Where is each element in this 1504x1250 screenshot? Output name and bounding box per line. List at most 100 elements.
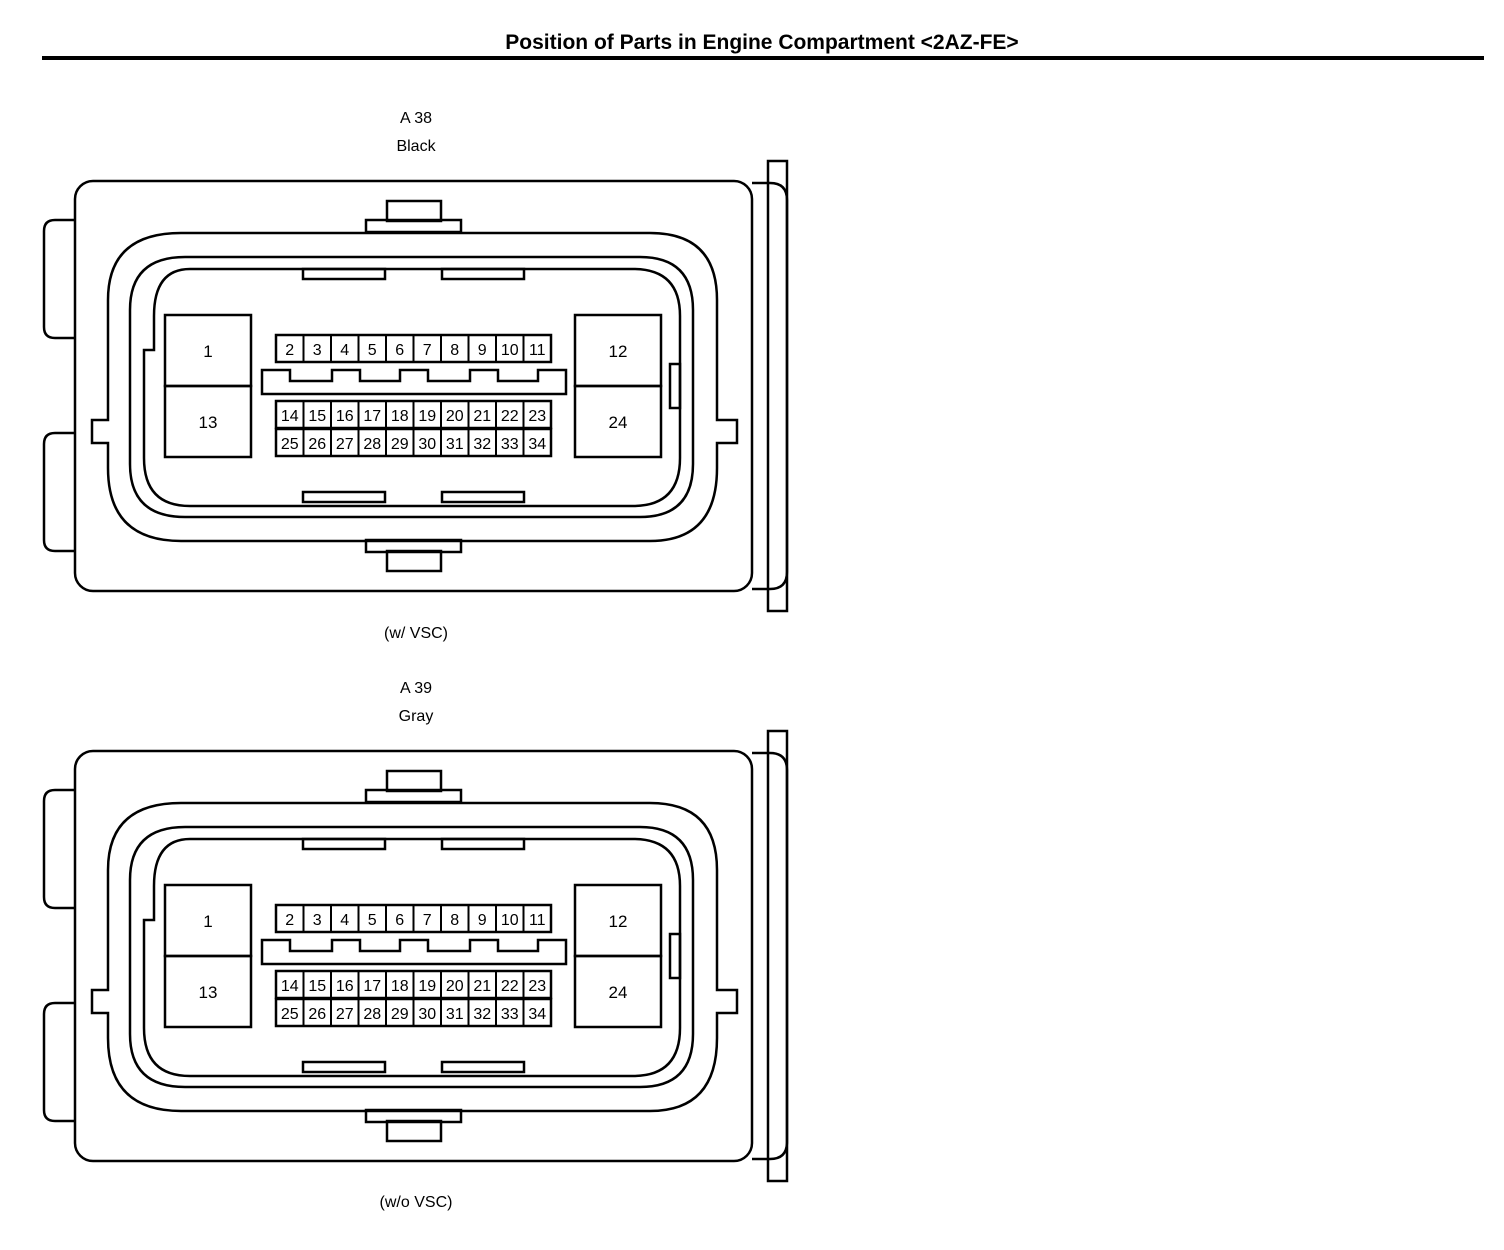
pin-label-4: 4 bbox=[340, 912, 349, 929]
side-rib bbox=[668, 932, 682, 980]
pin-label-27: 27 bbox=[336, 1006, 354, 1023]
pin-label-8: 8 bbox=[450, 912, 459, 929]
pin-label-8: 8 bbox=[450, 342, 459, 359]
pin-label-3: 3 bbox=[313, 912, 322, 929]
hood-outer-ring bbox=[90, 801, 739, 1113]
pin-label-17: 17 bbox=[363, 408, 381, 425]
pin-label-27: 27 bbox=[336, 436, 354, 453]
guide-bar-top-left bbox=[301, 267, 387, 281]
pin-label-32: 32 bbox=[473, 436, 491, 453]
left-latch-top bbox=[42, 218, 75, 340]
pin-label-1: 1 bbox=[203, 342, 212, 361]
guide-bar-bottom-right bbox=[440, 490, 526, 504]
pin-label-5: 5 bbox=[368, 342, 377, 359]
connector-a38-code: A 38 bbox=[399, 110, 433, 127]
pin-label-28: 28 bbox=[363, 1006, 381, 1023]
pin-label-3: 3 bbox=[313, 342, 322, 359]
guide-bar-top-right bbox=[440, 267, 526, 281]
pin-cell-13 bbox=[163, 954, 253, 1029]
pin-label-10: 10 bbox=[501, 912, 519, 929]
pin-label-34: 34 bbox=[528, 1006, 546, 1023]
pin-label-5: 5 bbox=[368, 912, 377, 929]
side-rib bbox=[668, 362, 682, 410]
cavity-outline bbox=[142, 267, 682, 508]
pin-label-16: 16 bbox=[336, 408, 354, 425]
locking-bar bbox=[260, 938, 568, 966]
right-flange-plate bbox=[766, 729, 789, 1183]
guide-bar-top-right bbox=[440, 837, 526, 851]
pin-label-29: 29 bbox=[391, 436, 409, 453]
connector-a39-code: A 39 bbox=[399, 680, 433, 697]
pin-label-30: 30 bbox=[418, 1006, 436, 1023]
top-key-tab bbox=[385, 769, 443, 793]
guide-bar-bottom-left bbox=[301, 1060, 387, 1074]
title-rule bbox=[42, 56, 1484, 60]
pin-cell-13 bbox=[163, 384, 253, 459]
connector-a39-color: Gray bbox=[398, 708, 434, 725]
pin-label-12: 12 bbox=[609, 912, 628, 931]
pin-label-31: 31 bbox=[446, 1006, 464, 1023]
pin-label-30: 30 bbox=[418, 436, 436, 453]
bottom-key-tab bbox=[385, 1119, 443, 1143]
connector-housing bbox=[73, 179, 754, 593]
pin-label-33: 33 bbox=[501, 436, 519, 453]
hood-inner-ring bbox=[128, 255, 695, 519]
pin-label-24: 24 bbox=[609, 983, 628, 1002]
pin-label-11: 11 bbox=[529, 342, 546, 359]
pin-label-23: 23 bbox=[528, 978, 546, 995]
pin-label-11: 11 bbox=[529, 912, 546, 929]
connector-a38-note: (w/ VSC) bbox=[384, 625, 448, 642]
pin-label-32: 32 bbox=[473, 1006, 491, 1023]
bottom-key-tab bbox=[385, 549, 443, 573]
pin-label-7: 7 bbox=[423, 342, 432, 359]
pin-label-33: 33 bbox=[501, 1006, 519, 1023]
pin-label-25: 25 bbox=[281, 436, 299, 453]
pin-label-13: 13 bbox=[199, 983, 218, 1002]
pin-label-4: 4 bbox=[340, 342, 349, 359]
pin-cell-24 bbox=[573, 384, 663, 459]
pin-label-22: 22 bbox=[501, 978, 519, 995]
pin-label-2: 2 bbox=[285, 912, 294, 929]
pin-label-9: 9 bbox=[478, 912, 487, 929]
pin-label-15: 15 bbox=[308, 978, 326, 995]
top-key-tab bbox=[385, 199, 443, 223]
guide-bar-bottom-right bbox=[440, 1060, 526, 1074]
locking-bar bbox=[260, 368, 568, 396]
pin-label-15: 15 bbox=[308, 408, 326, 425]
pin-label-21: 21 bbox=[473, 978, 491, 995]
pin-label-16: 16 bbox=[336, 978, 354, 995]
pin-label-18: 18 bbox=[391, 408, 409, 425]
hood-outer-ring bbox=[90, 231, 739, 543]
pin-label-34: 34 bbox=[528, 436, 546, 453]
pin-label-31: 31 bbox=[446, 436, 464, 453]
pin-label-18: 18 bbox=[391, 978, 409, 995]
pin-label-26: 26 bbox=[308, 436, 326, 453]
connector-housing bbox=[73, 749, 754, 1163]
pin-label-14: 14 bbox=[281, 978, 299, 995]
connector-a39-note: (w/o VSC) bbox=[379, 1194, 453, 1211]
pin-label-20: 20 bbox=[446, 978, 464, 995]
pin-label-7: 7 bbox=[423, 912, 432, 929]
right-flange-plate bbox=[766, 159, 789, 613]
pin-label-10: 10 bbox=[501, 342, 519, 359]
right-flange bbox=[752, 751, 789, 1161]
pin-label-24: 24 bbox=[609, 413, 628, 432]
pin-label-14: 14 bbox=[281, 408, 299, 425]
guide-bar-bottom-left bbox=[301, 490, 387, 504]
pin-label-6: 6 bbox=[395, 342, 404, 359]
pin-cell-24 bbox=[573, 954, 663, 1029]
right-flange bbox=[752, 181, 789, 591]
left-latch-top bbox=[42, 788, 75, 910]
connector-a38-color: Black bbox=[396, 138, 436, 155]
guide-bar-top-left bbox=[301, 837, 387, 851]
hood-inner-ring bbox=[128, 825, 695, 1089]
page-title: Position of Parts in Engine Compartment … bbox=[505, 31, 1019, 54]
pin-label-25: 25 bbox=[281, 1006, 299, 1023]
pin-label-29: 29 bbox=[391, 1006, 409, 1023]
pin-label-21: 21 bbox=[473, 408, 491, 425]
cavity-outline bbox=[142, 837, 682, 1078]
pin-label-20: 20 bbox=[446, 408, 464, 425]
pin-label-17: 17 bbox=[363, 978, 381, 995]
